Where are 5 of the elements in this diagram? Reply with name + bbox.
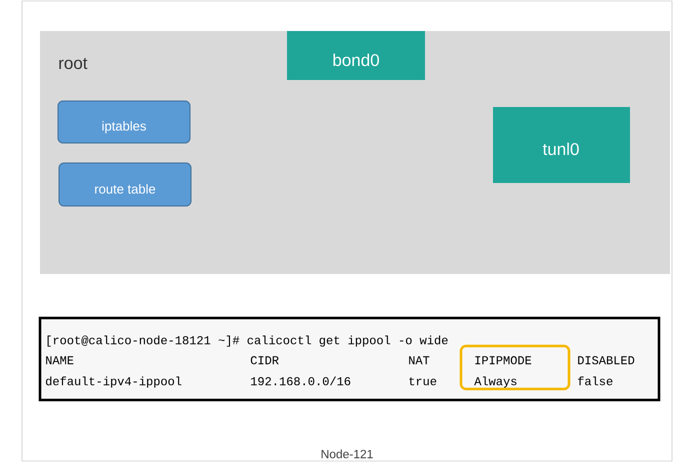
component-box: iptables — [58, 100, 190, 144]
highlight-box: IPIPMODE Always — [460, 344, 570, 390]
interface-box: bond0 — [287, 31, 425, 80]
component-box: route table — [58, 162, 192, 206]
interface-box: tunl0 — [493, 107, 630, 183]
